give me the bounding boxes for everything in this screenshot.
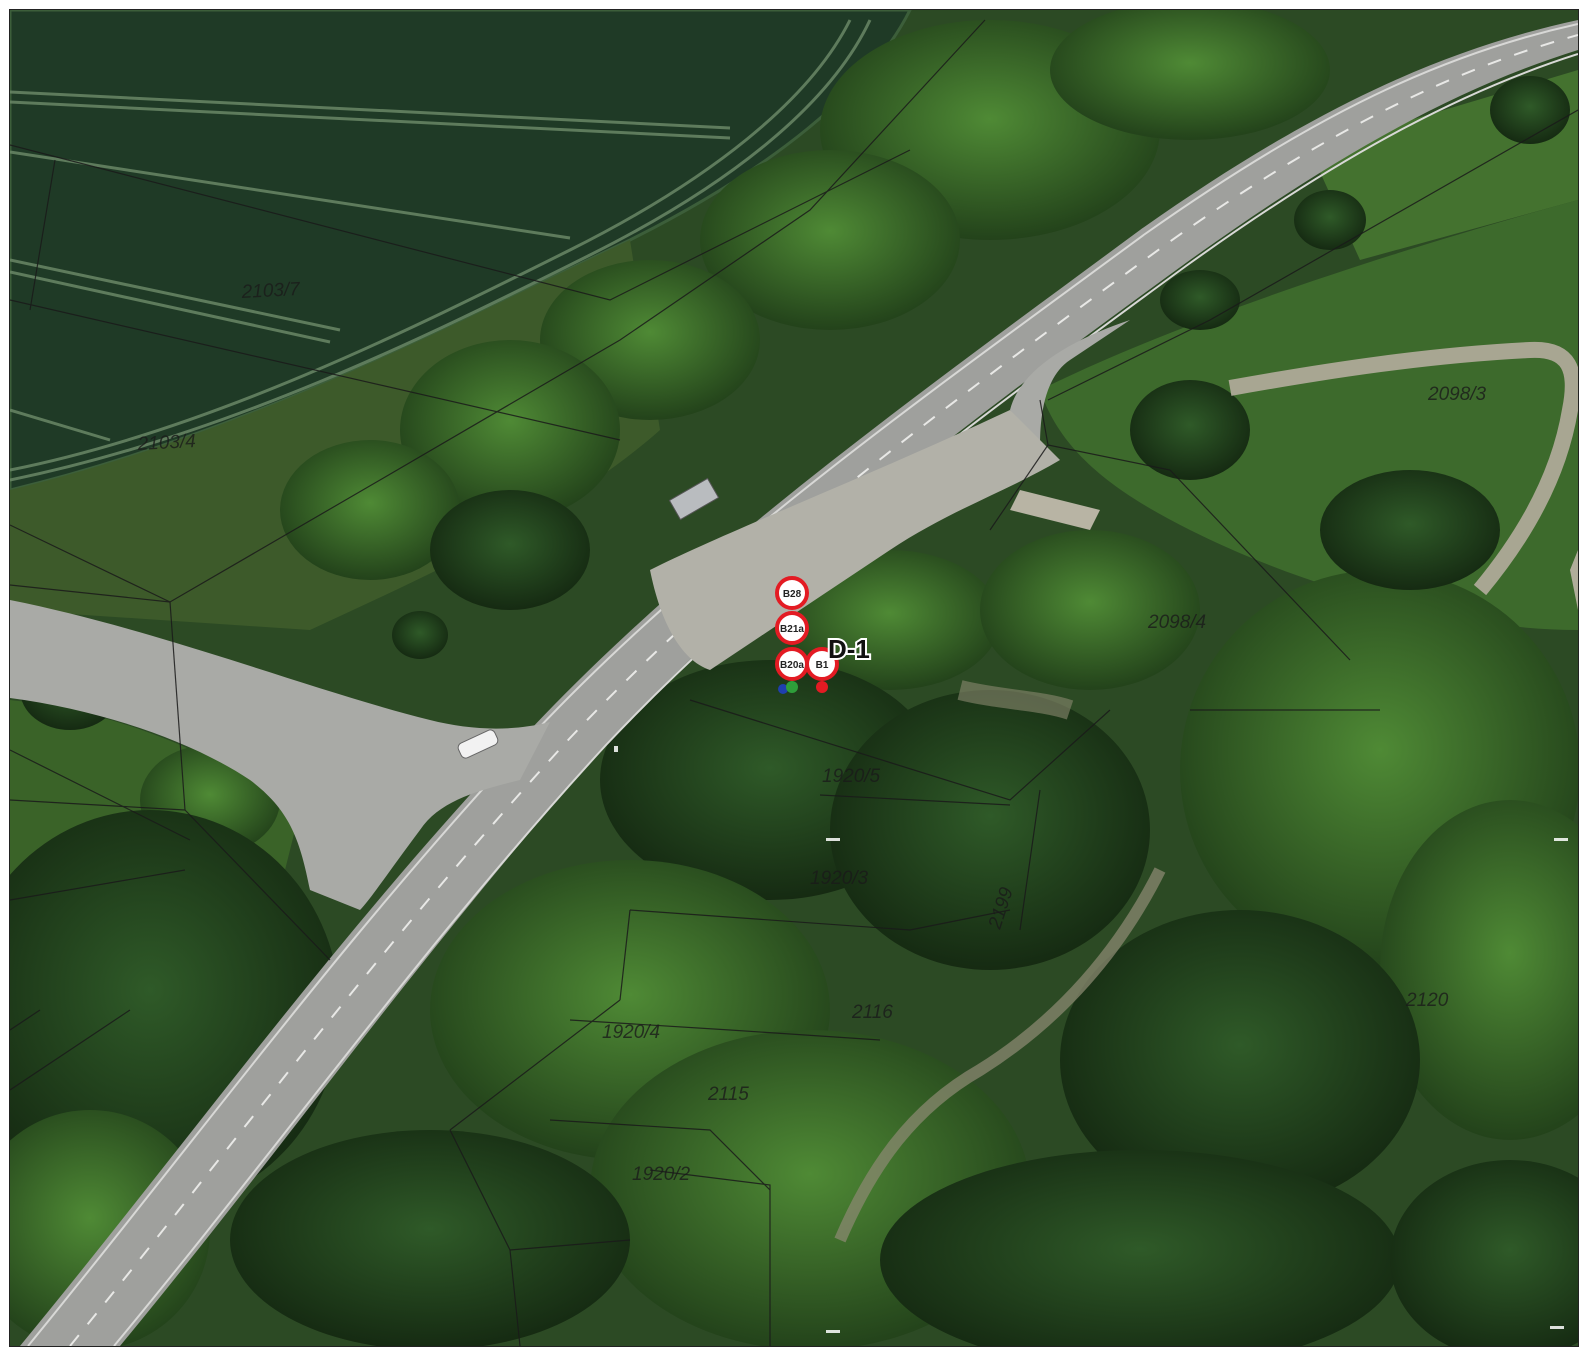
point-marker-red[interactable] [816, 681, 828, 693]
parcel-label-2098-4: 2098/4 [1147, 612, 1206, 633]
parcel-label-2103-7: 2103/7 [240, 279, 302, 303]
callout-label: D-1 [828, 634, 870, 664]
meadow-path [1228, 341, 1578, 596]
parcel-label-2098-3: 2098/3 [1427, 384, 1487, 405]
access-road-right [1010, 320, 1130, 450]
parcel-label-1920-2: 1920/2 [632, 1164, 691, 1185]
parcel-label-2103-4: 2103/4 [136, 431, 196, 455]
sign-code: B21a [780, 624, 804, 635]
forest-path [834, 867, 1166, 1243]
map-frame: 2103/7 2103/4 2098/3 2098/4 1920/5 1920/… [9, 9, 1579, 1347]
crop-field [10, 10, 910, 490]
parcel-label-1920-3: 1920/3 [810, 868, 869, 889]
parcel-label-1920-5: 1920/5 [822, 766, 881, 787]
traffic-sign-b20a[interactable]: B20a [775, 647, 809, 681]
parcel-label-1920-4: 1920/4 [602, 1022, 660, 1043]
point-marker-blue[interactable] [778, 684, 788, 694]
sign-code: B20a [780, 660, 804, 671]
sign-code: B1 [816, 660, 829, 671]
traffic-sign-b21a[interactable]: B21a [775, 611, 809, 645]
parcel-label-2116: 2116 [851, 1002, 893, 1023]
parcel-label-2120: 2120 [1405, 990, 1449, 1011]
field-tracks [10, 19, 872, 482]
parcel-boundaries [10, 19, 1578, 1346]
bus-shelter [668, 477, 720, 521]
traffic-sign-b28[interactable]: B28 [775, 576, 809, 610]
point-marker-green[interactable] [786, 681, 798, 693]
road-network [10, 20, 1578, 1346]
sign-code: B28 [783, 589, 802, 600]
parcel-label-2115: 2115 [707, 1084, 749, 1105]
parked-car [457, 729, 499, 759]
traffic-sign-group[interactable]: B28 B21a B20a B1 D-1 [775, 576, 872, 694]
traffic-sign-b1[interactable]: B1 [805, 647, 839, 681]
side-road-left [10, 600, 550, 910]
aerial-map[interactable]: 2103/7 2103/4 2098/3 2098/4 1920/5 1920/… [10, 10, 1578, 1346]
survey-ticks [614, 746, 1568, 1333]
lay-by-area [650, 410, 1060, 670]
